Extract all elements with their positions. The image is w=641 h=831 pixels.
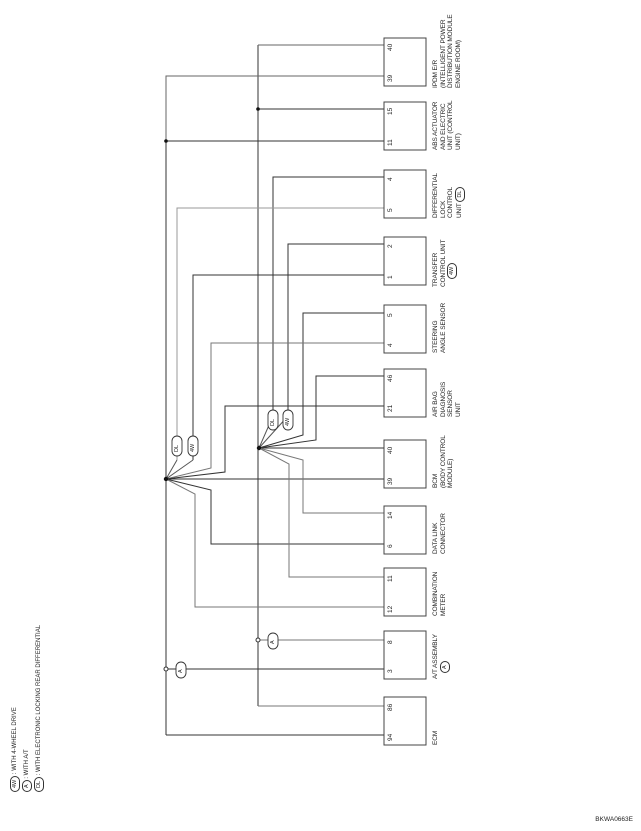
pin-combo-12: 12 <box>387 605 394 613</box>
box-dlc <box>383 505 427 555</box>
legend-4w: 4W : WITH 4-WHEEL DRIVE <box>10 707 20 792</box>
label-steering: STEERING ANGLE SENSOR <box>432 302 447 353</box>
box-transfer <box>383 236 427 286</box>
box-ecm <box>383 696 427 746</box>
legend-4w-tag: 4W <box>10 775 20 792</box>
pin-airbag-46: 46 <box>387 374 394 382</box>
wire-tag-dl-2-text: DL <box>270 418 276 426</box>
label-dlc: DATA LINK CONNECTOR <box>432 513 447 554</box>
figure-code: BKWA0663E <box>595 816 633 823</box>
pin-ipdm-39: 39 <box>387 74 394 82</box>
label-combo: COMBINATION METER <box>432 571 447 616</box>
pin-abs-15: 15 <box>387 107 394 115</box>
box-bcm <box>383 439 427 489</box>
pin-dlc-6: 6 <box>387 544 394 548</box>
pin-transfer-2: 2 <box>387 244 394 248</box>
box-at <box>383 630 427 680</box>
pin-abs-11: 11 <box>387 139 394 146</box>
box-abs <box>383 101 427 151</box>
pin-ipdm-40: 40 <box>387 43 394 51</box>
legend-a-tag: A <box>22 780 32 792</box>
pin-dlc-14: 14 <box>387 511 394 519</box>
box-airbag <box>383 368 427 418</box>
pin-transfer-1: 1 <box>387 275 394 279</box>
wire-tag-4w-2 <box>282 409 294 431</box>
a-tag: A <box>439 661 450 673</box>
label-at: A/T ASSEMBLY A <box>432 634 450 679</box>
box-ipdm <box>383 37 427 87</box>
wire-tag-4w-2-text: 4W <box>285 417 291 426</box>
legend-dl-tag: DL <box>34 776 44 792</box>
wire-tag-a <box>175 661 187 679</box>
4w-tag: 4W <box>447 262 457 279</box>
label-airbag: AIR BAG DIAGNOSIS SENSOR UNIT <box>432 381 462 417</box>
pin-at-8: 8 <box>387 640 394 644</box>
pin-bcm-39: 39 <box>387 477 394 485</box>
wire-tag-dl <box>171 435 183 457</box>
pin-diff-4: 4 <box>387 177 394 181</box>
wire-tag-a-2-text: A <box>270 640 276 644</box>
wire-tag-a-text: A <box>178 669 184 673</box>
pin-ecm-86: 86 <box>387 703 394 711</box>
wire-tag-4w <box>187 435 199 457</box>
label-abs: ABS ACTUATOR AND ELECTRIC UNIT (CONTROL … <box>432 100 462 151</box>
legend-dl: DL : WITH ELECTRONIC LOCKING REAR DIFFER… <box>34 625 44 792</box>
label-bcm: BCM (BODY CONTROL MODULE) <box>432 435 454 488</box>
wire-tag-4w-text: 4W <box>190 443 196 452</box>
pin-combo-11: 11 <box>387 575 394 582</box>
wire-tag-dl-2 <box>267 409 279 431</box>
pin-ecm-94: 94 <box>387 733 394 741</box>
dl-tag: DL <box>454 186 465 202</box>
pin-steering-5: 5 <box>387 313 394 317</box>
pin-steering-4: 4 <box>387 343 394 347</box>
label-ecm: ECM <box>432 730 439 745</box>
box-combo <box>383 567 427 617</box>
wire-tag-dl-text: DL <box>174 444 180 452</box>
pin-diff-5: 5 <box>387 208 394 212</box>
pin-at-3: 3 <box>387 669 394 673</box>
label-transfer: TRANSFER CONTROL UNIT 4W <box>432 239 457 287</box>
legend-a: A : WITH A/T <box>22 749 32 792</box>
wire-tag-a-2 <box>267 632 279 650</box>
label-ipdm: IPDM E/R (INTELLIGENT POWER DISTRIBUTION… <box>432 14 462 88</box>
box-diff-lock <box>383 169 427 219</box>
pin-airbag-21: 21 <box>387 404 394 412</box>
pin-bcm-40: 40 <box>387 446 394 454</box>
box-steering <box>383 304 427 354</box>
label-diff-lock: DIFFERENTIAL LOCK CONTROL UNIT DL <box>432 172 465 218</box>
